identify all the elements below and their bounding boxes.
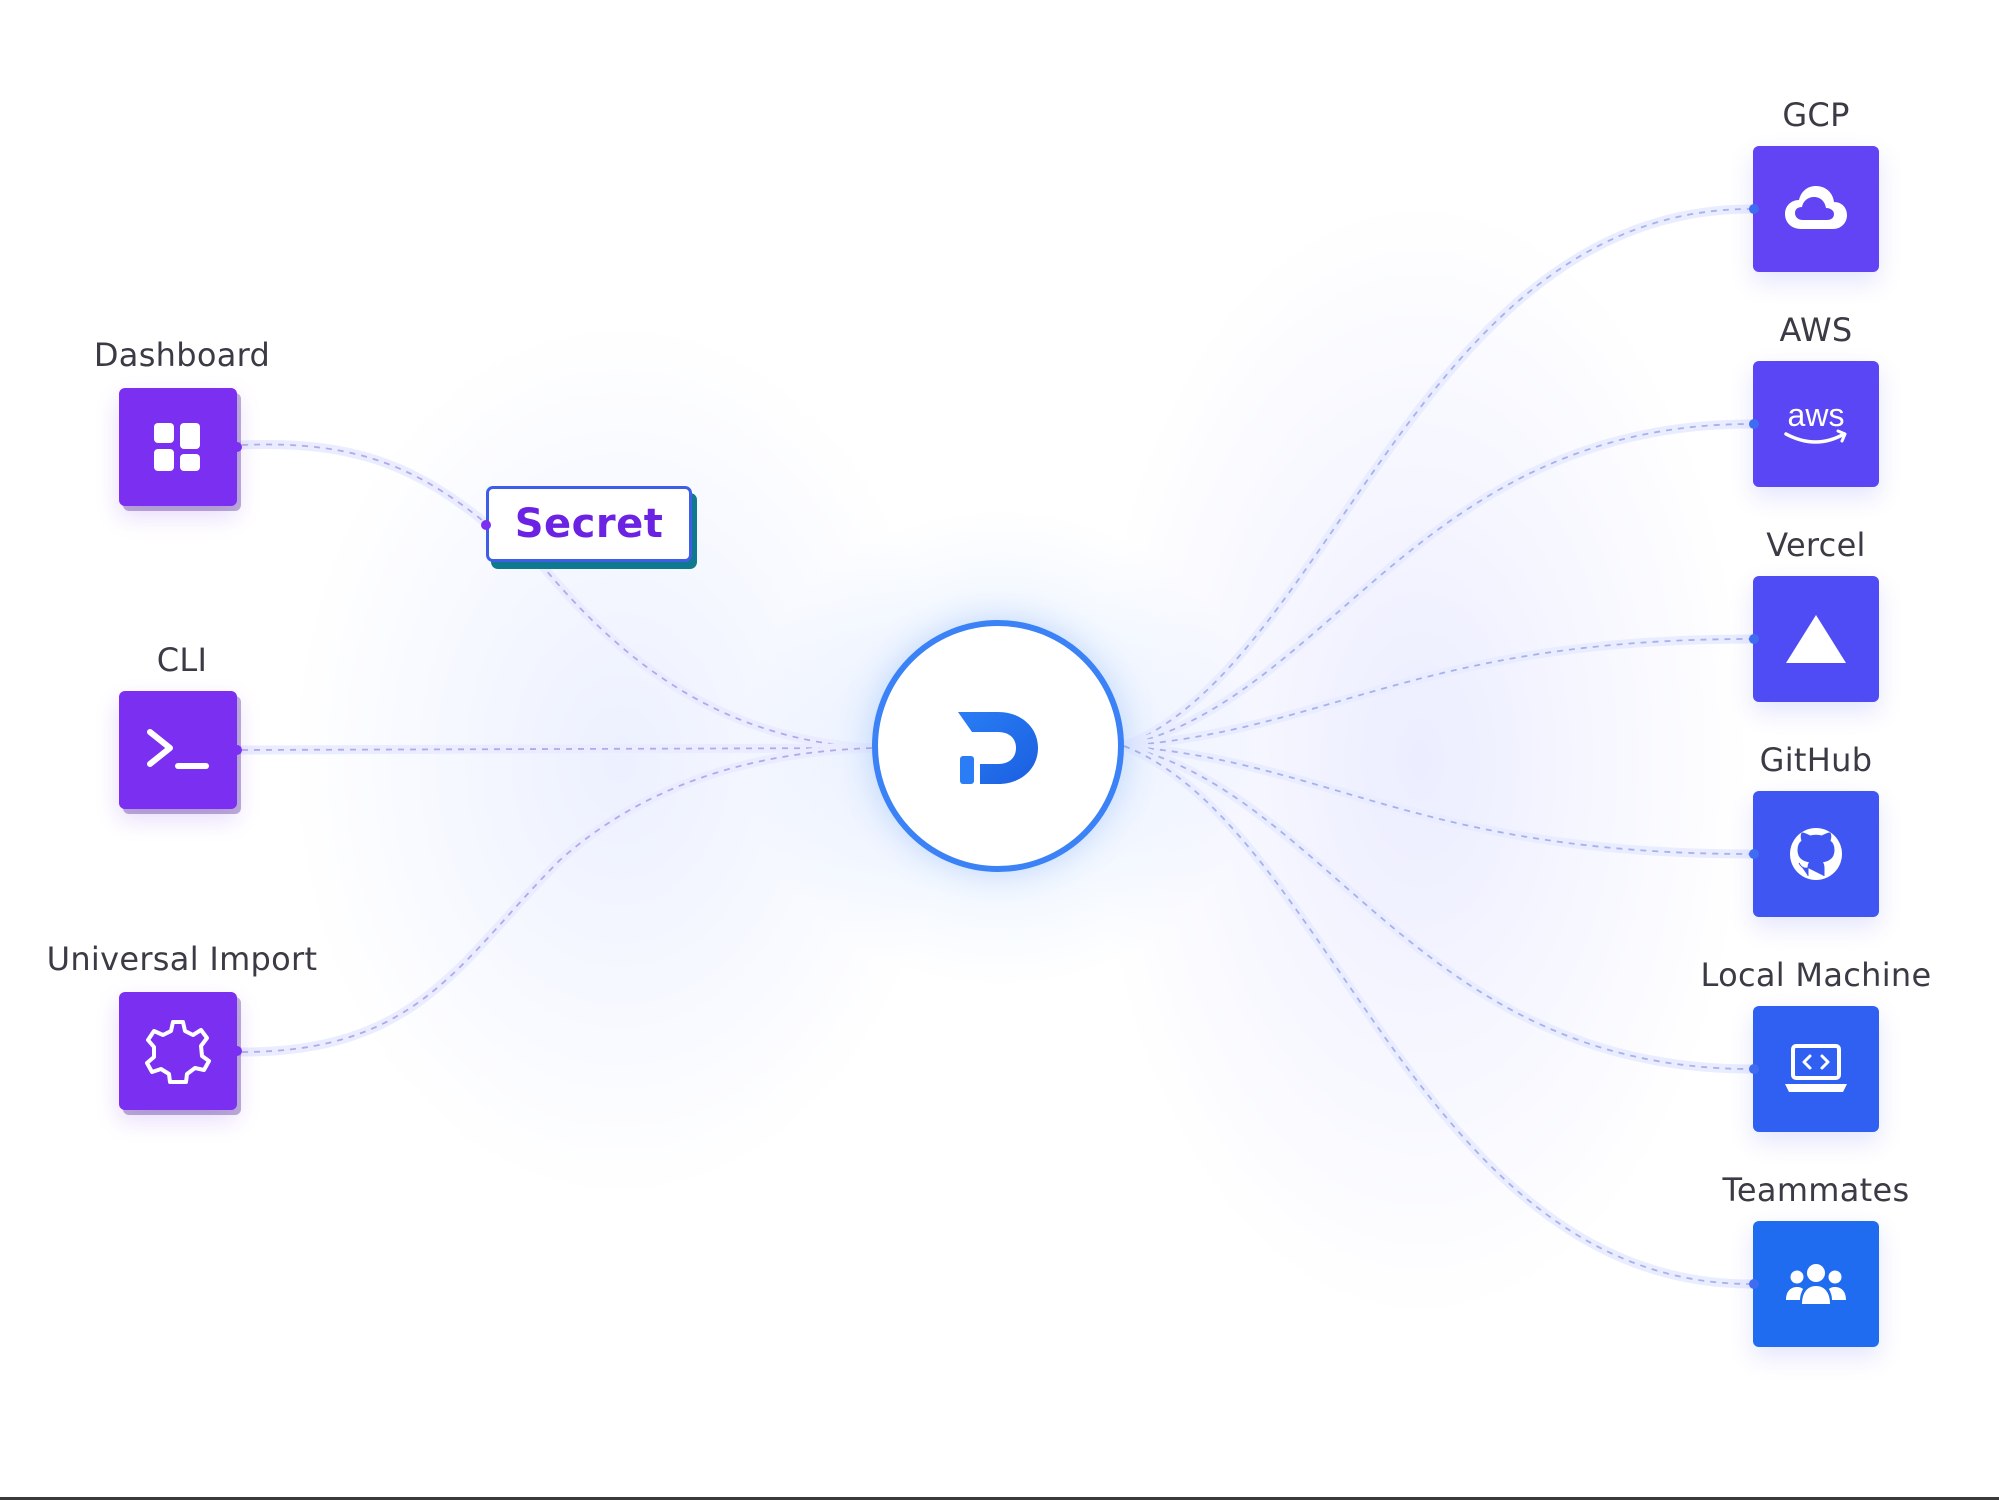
connector-dot [232,1046,242,1056]
link-hub-teammates [1123,745,1752,1285]
source-label-cli: CLI [156,641,208,679]
connector-dot [1749,1064,1759,1074]
connector-dot [1749,204,1759,214]
doppler-logo-icon [958,712,1038,784]
link-hub-aws [1123,423,1752,747]
dashboard-grid-icon [154,423,200,471]
connector-dot [232,745,242,755]
terminal-icon [147,729,209,769]
connector-dot [1749,849,1759,859]
link-dashboard-secret [241,443,488,525]
local-machine-tile[interactable] [1753,1006,1879,1132]
destination-label-github: GitHub [1759,741,1873,779]
destination-label-aws: AWS [1779,311,1853,349]
link-hub-gcp [1123,208,1752,747]
link-secret-hub [539,562,873,749]
cloud-icon [1785,186,1847,229]
link-hub-vercel-glow [1119,634,1756,751]
link-hub-local-machine [1123,745,1752,1070]
gear-icon [145,1020,211,1084]
universal-import-tile[interactable] [119,992,237,1110]
triangle-icon [1786,615,1846,663]
laptop-code-icon [1785,1044,1847,1092]
aws-tile[interactable]: aws [1753,361,1879,487]
secret-label: Secret [514,501,664,547]
svg-text:aws: aws [1788,397,1845,433]
connector-dot [1749,419,1759,429]
dashboard-tile[interactable] [119,388,237,506]
central-hub[interactable] [872,620,1124,872]
connector-dot [481,520,491,530]
github-icon [1790,828,1842,880]
destination-label-gcp: GCP [1782,96,1850,134]
link-cli-hub [241,747,873,751]
source-label-universal-import: Universal Import [46,940,318,978]
connector-dot [1749,1279,1759,1289]
destination-label-local-machine: Local Machine [1700,956,1932,994]
source-label-dashboard: Dashboard [93,336,271,374]
left-glow [290,320,950,1200]
github-tile[interactable] [1753,791,1879,917]
gcp-tile[interactable] [1753,146,1879,272]
cli-tile[interactable] [119,691,237,809]
secret-card[interactable]: Secret [481,486,692,562]
connector-dot [232,442,242,452]
users-icon [1786,1264,1846,1304]
link-import-hub [241,747,873,1053]
connector-dot [1749,634,1759,644]
aws-logo-icon: aws [1784,397,1847,444]
vercel-tile[interactable] [1753,576,1879,702]
link-hub-github-glow [1119,741,1756,859]
bottom-border [0,1497,1999,1500]
teammates-tile[interactable] [1753,1221,1879,1347]
destination-label-teammates: Teammates [1722,1171,1910,1209]
destination-label-vercel: Vercel [1766,526,1866,564]
